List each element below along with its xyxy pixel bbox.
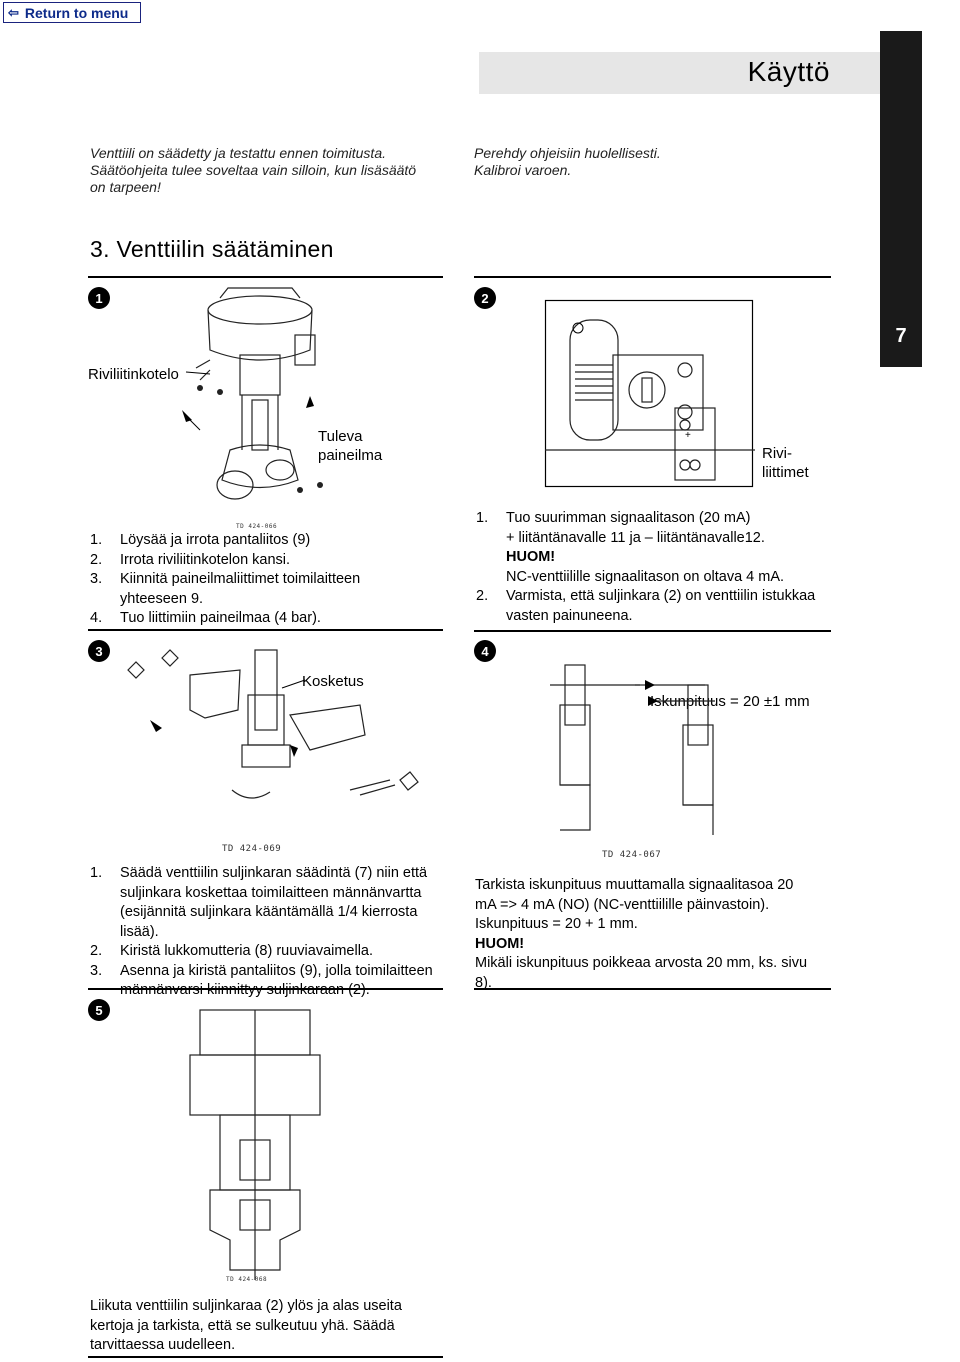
figure4-text: Tarkista iskunpituus muuttamalla signaal…: [475, 877, 808, 991]
step-item: yhteeseen 9.: [120, 590, 204, 607]
divider: [88, 629, 443, 631]
valve-section-drawing: [189, 1009, 321, 1280]
return-label: Return to menu: [24, 4, 129, 21]
chapter-number: 7: [895, 325, 907, 347]
svg-text:+: +: [685, 430, 691, 441]
step-item: 2.Irrota riviliitinkotelon kansi.: [90, 551, 291, 568]
clamp-assembly-drawing: [127, 649, 419, 799]
terminal-box-drawing: +: [544, 299, 755, 488]
figure-badge-3: 3: [88, 640, 110, 662]
section-title: 3. Venttiilin säätäminen: [90, 236, 334, 262]
figure5-text: Liikuta venttiilin suljinkaraa (2) ylös …: [90, 1298, 402, 1353]
step-item: 1. Säädä venttiilin suljinkaran säädintä…: [90, 865, 428, 940]
divider: [474, 988, 831, 990]
intro-left: Venttiili on säädetty ja testattu ennen …: [90, 145, 417, 195]
figure-badge-5: 5: [88, 999, 110, 1021]
note-label: HUOM!: [506, 549, 556, 565]
divider: [88, 1356, 443, 1358]
figure-badge-4: 4: [474, 640, 496, 662]
divider: [88, 276, 443, 278]
label-terminal-housing: Riviliitinkotelo: [88, 366, 179, 383]
figure2-steps: 1.Tuo suurimman signaalitason (20 mA) + …: [476, 510, 816, 624]
figure-badge-2: 2: [474, 287, 496, 309]
chapter-tab: [880, 31, 922, 367]
drawing-code: TD 424-068: [226, 1276, 268, 1283]
page-title: Käyttö: [747, 56, 830, 87]
actuator-drawing-1: [195, 287, 323, 500]
step-item: 4.Tuo liittimiin paineilmaa (4 bar).: [90, 610, 321, 626]
intro-right: Perehdy ohjeisiin huolellisesti.Kalibroi…: [474, 145, 661, 178]
arrow-left-icon: ⇦: [8, 4, 19, 20]
divider: [474, 630, 831, 632]
divider: [88, 988, 443, 990]
divider: [474, 276, 831, 278]
pointer-arrows-1: [182, 371, 314, 431]
figure-badge-1: 1: [88, 287, 110, 309]
label-terminals: Rivi-liittimet: [762, 445, 809, 481]
drawing-code: TD 424-066: [236, 523, 278, 530]
header-band: [479, 52, 921, 94]
step-item: 2. Kiristä lukkomutteria (8) ruuviavaime…: [90, 943, 374, 959]
figure1-steps: 1.Löysää ja irrota pantaliitos (9) 2.Irr…: [90, 531, 445, 629]
step-item: 1.Löysää ja irrota pantaliitos (9): [90, 532, 311, 548]
label-contact: Kosketus: [302, 673, 364, 690]
drawing-code: TD 424-069: [222, 844, 282, 854]
stroke-drawing: [550, 664, 715, 835]
label-stroke: Iskunpituus = 20 ±1 mm: [650, 693, 810, 710]
step-item: 3.Kiinnitä paineilmaliittimet toimilaitt…: [90, 571, 361, 587]
drawing-code: TD 424-067: [602, 850, 662, 860]
step-item: 3. Asenna ja kiristä pantaliitos (9), jo…: [90, 962, 433, 999]
return-to-menu-button[interactable]: ⇦ Return to menu: [3, 2, 141, 23]
note-label: HUOM!: [475, 935, 525, 952]
figure3-steps: 1. Säädä venttiilin suljinkaran säädintä…: [90, 864, 447, 1001]
